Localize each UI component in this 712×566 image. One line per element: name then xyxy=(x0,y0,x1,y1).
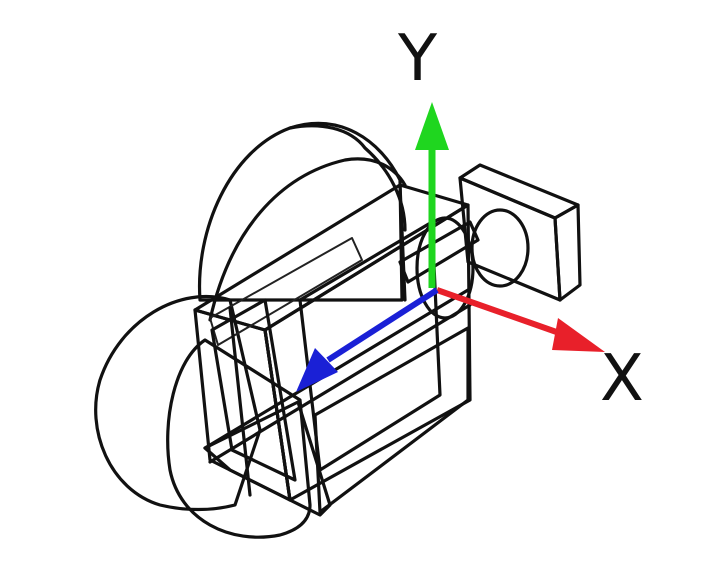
axis-y xyxy=(415,102,449,288)
axis-x-label: X xyxy=(600,342,644,416)
body-edge-3 xyxy=(398,183,407,302)
cloud-top-lobe xyxy=(197,121,404,302)
lens-ring xyxy=(415,216,475,320)
axis-x-arrowhead xyxy=(552,318,605,352)
axis-z-arrowhead xyxy=(296,348,338,392)
cloud-left-lobe xyxy=(94,294,262,512)
body-edge-2 xyxy=(263,328,292,502)
axis-y-arrowhead xyxy=(415,102,449,150)
camera-box-lens xyxy=(470,208,530,288)
body-inner-panel-right xyxy=(298,220,442,472)
axis-z-shaft xyxy=(326,287,439,363)
body-bottom-slab xyxy=(203,400,332,517)
camera-body-box xyxy=(193,183,472,517)
axis-y-label: Y xyxy=(397,22,438,96)
cloud-mid-rim xyxy=(208,157,407,322)
lens-barrel xyxy=(398,216,480,320)
body-inner-panel-left xyxy=(210,298,297,482)
cloud-shape-icon xyxy=(94,121,407,539)
body-edge-1 xyxy=(228,306,252,497)
body-edge-4 xyxy=(203,288,470,450)
camera-box-icon xyxy=(458,163,582,302)
cloud-front-lobe xyxy=(166,338,312,539)
camera-box-top xyxy=(458,163,580,220)
cloud-top-rim xyxy=(288,124,407,232)
body-inner-slot xyxy=(209,237,363,346)
body-edge-5 xyxy=(208,303,472,464)
axis-x xyxy=(436,287,605,352)
body-front-lower xyxy=(313,326,470,514)
camera-box-side xyxy=(458,176,562,302)
lens-barrel-top xyxy=(398,220,480,284)
axis-z xyxy=(296,287,439,392)
axis-x-shaft xyxy=(436,287,566,338)
